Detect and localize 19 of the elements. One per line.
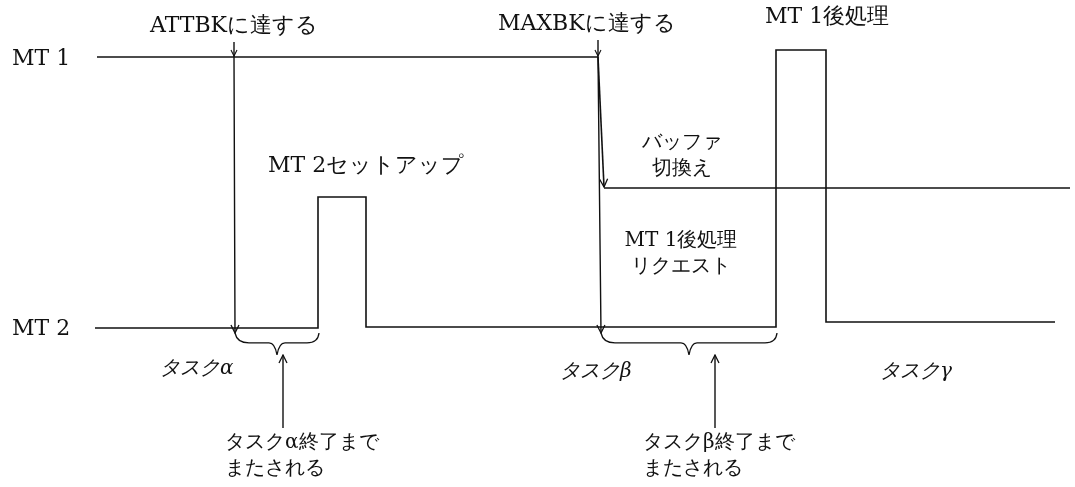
task-label: タスクα bbox=[160, 354, 235, 380]
note-text: タスクα終了までまたされる bbox=[225, 428, 387, 480]
task-label: タスクγ bbox=[880, 357, 953, 383]
task-label: タスクβ bbox=[560, 357, 633, 383]
arrow bbox=[230, 41, 240, 334]
event-label: MAXBKに達する bbox=[498, 10, 743, 36]
event-label: ATTBKに達する bbox=[150, 12, 390, 38]
arrow bbox=[594, 39, 606, 334]
annotation-label: バッファ切換え bbox=[641, 128, 723, 180]
arrow bbox=[710, 354, 720, 429]
annotation-label: MT 1後処理リクエスト bbox=[623, 226, 739, 278]
note-text: タスクβ終了までまたされる bbox=[643, 428, 805, 480]
curly-brace bbox=[600, 332, 778, 356]
pulse-label: MT 2セットアップ bbox=[268, 152, 466, 178]
curly-brace bbox=[234, 332, 320, 356]
signal-label: MT 2 bbox=[12, 315, 72, 341]
signal-label: MT 1 bbox=[12, 45, 72, 71]
arrow bbox=[278, 354, 288, 429]
pulse-label: MT 1後処理 bbox=[765, 3, 891, 29]
